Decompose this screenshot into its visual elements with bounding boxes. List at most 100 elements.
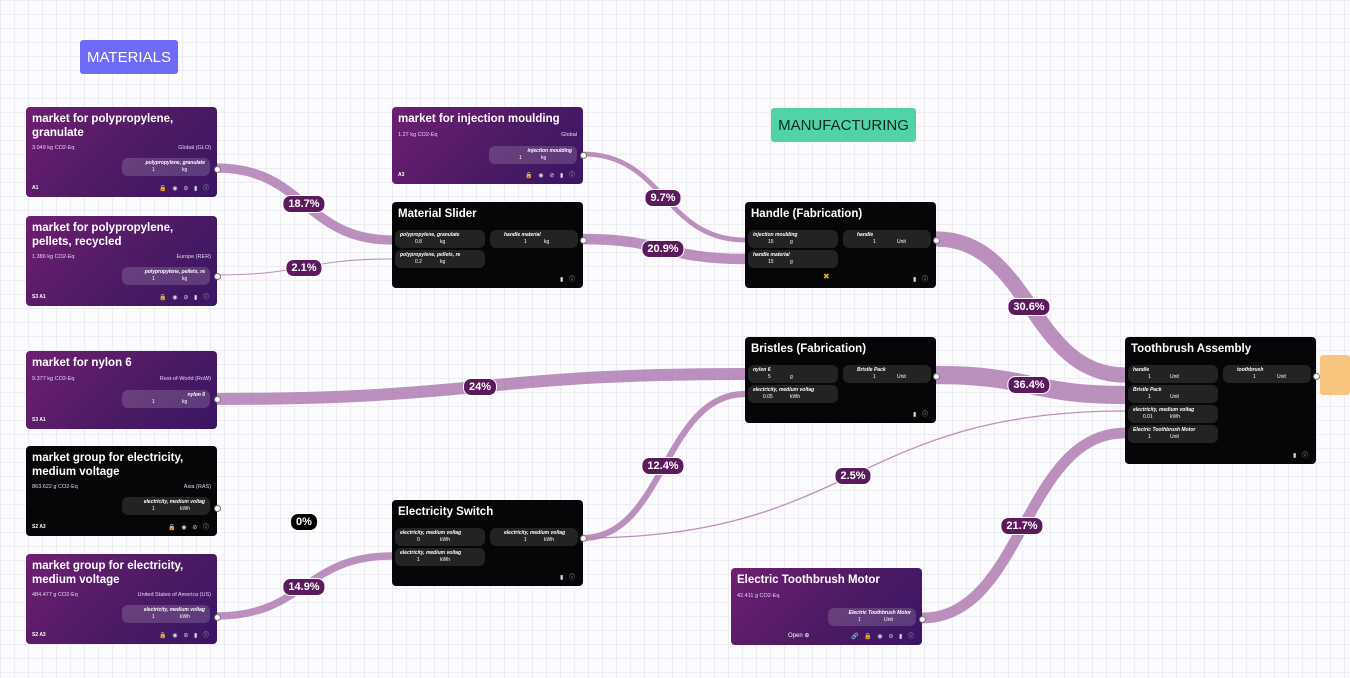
node-toolbar-icons[interactable]: 🔒 ◉ ⊘ ⓘ <box>168 525 211 531</box>
input-pill[interactable]: Bristle Pack 1 Unit <box>1128 385 1218 403</box>
flow-badge-f4[interactable]: 20.9% <box>641 240 685 258</box>
port-handle[interactable] <box>919 616 926 623</box>
manufacturing-section-label[interactable]: MANUFACTURING <box>771 108 916 142</box>
flow-badge-f9[interactable]: 2.5% <box>834 467 872 485</box>
flow-badge-f12[interactable]: 21.7% <box>1000 517 1044 535</box>
port-handle[interactable] <box>933 237 940 244</box>
region-label: Asia (RAS) <box>183 484 211 490</box>
port-handle[interactable] <box>214 166 221 173</box>
tools-icon[interactable]: ✖ <box>823 272 830 281</box>
materials-section-label[interactable]: MATERIALS <box>80 40 178 74</box>
output-pill[interactable]: polypropylene, granulate 1 kg <box>122 158 210 176</box>
node-toolbar-icons[interactable]: 🔒 ◉ ⊘ ▮ ⓘ <box>525 173 577 179</box>
node-toolbar-icons[interactable]: 🔒 ◉ ⊘ ▮ ⓘ <box>159 633 211 639</box>
flow-badge-f1[interactable]: 18.7% <box>282 195 326 213</box>
input-value: 15 <box>768 239 774 245</box>
node-title: Electric Toothbrush Motor <box>737 574 880 586</box>
node-title: market for nylon 6 <box>32 357 132 369</box>
node-toolbar-icons[interactable]: ▮ ⓘ <box>913 412 930 418</box>
port-handle[interactable] <box>580 535 587 542</box>
input-value: 15 <box>768 259 774 265</box>
input-pill[interactable]: handle material 15 g <box>748 250 838 268</box>
flow-badge-f11[interactable]: 36.4% <box>1007 376 1051 394</box>
output-value: 1 <box>152 399 155 405</box>
port-handle[interactable] <box>214 396 221 403</box>
output-pill[interactable]: electricity, medium voltag 1 kWh <box>490 528 578 546</box>
node-electricity-switch[interactable]: Electricity Switch electricity, medium v… <box>392 500 583 586</box>
output-label: Bristle Pack <box>857 367 886 373</box>
port-handle[interactable] <box>214 505 221 512</box>
node-material-slider[interactable]: Material Slider polypropylene, granulate… <box>392 202 583 288</box>
node-title: market for polypropylene, pellets, recyc… <box>32 222 174 248</box>
node-bristles-fabrication[interactable]: Bristles (Fabrication) nylon 6 5 g elect… <box>745 337 936 423</box>
node-toolbar-icons[interactable]: 🔗 🔒 ◉ ⊘ ▮ ⓘ <box>851 634 916 640</box>
input-pill[interactable]: electricity, medium voltag 0 kWh <box>395 528 485 546</box>
input-pill[interactable]: Electric Toothbrush Motor 1 Unit <box>1128 425 1218 443</box>
open-link[interactable]: Open ⊕ <box>788 633 810 639</box>
node-toolbar-icons[interactable]: ▮ ⓘ <box>1293 453 1310 459</box>
node-electricity-us[interactable]: market group for electricity, medium vol… <box>26 554 217 644</box>
flow-badge-f3[interactable]: 9.7% <box>644 189 682 207</box>
output-value: 1 <box>152 276 155 282</box>
port-handle[interactable] <box>933 373 940 380</box>
output-unit: kWh <box>544 537 554 543</box>
port-handle[interactable] <box>214 614 221 621</box>
node-toolbar-icons[interactable]: 🔒 ◉ ⊘ ▮ ⓘ <box>159 295 211 301</box>
flow-badge-f5[interactable]: 24% <box>462 378 498 396</box>
output-pill[interactable]: toothbrush 1 Unit <box>1223 365 1311 383</box>
input-pill[interactable]: injection moulding 15 g <box>748 230 838 248</box>
downstream-node-stub[interactable] <box>1320 355 1350 395</box>
input-pill[interactable]: polypropylene, pellets, re 0.2 kg <box>395 250 485 268</box>
flow-badge-f2[interactable]: 2.1% <box>285 259 323 277</box>
output-pill[interactable]: Electric Toothbrush Motor 1 Unit <box>828 608 916 626</box>
impact-value: 9.377 kg CO2-Eq <box>32 376 75 382</box>
node-electricity-ras[interactable]: market group for electricity, medium vol… <box>26 446 217 536</box>
output-value: 1 <box>152 506 155 512</box>
node-polypropylene-granulate[interactable]: market for polypropylene, granulate 3.04… <box>26 107 217 197</box>
node-toothbrush-motor[interactable]: Electric Toothbrush Motor 42.411 g CO2-E… <box>731 568 922 645</box>
input-pill[interactable]: handle 1 Unit <box>1128 365 1218 383</box>
node-handle-fabrication[interactable]: Handle (Fabrication) injection moulding … <box>745 202 936 288</box>
output-pill[interactable]: handle 1 Unit <box>843 230 931 248</box>
output-pill[interactable]: nylon 6 1 kg <box>122 390 210 408</box>
node-polypropylene-recycled[interactable]: market for polypropylene, pellets, recyc… <box>26 216 217 306</box>
output-label: handle material <box>504 232 541 238</box>
output-pill[interactable]: polypropylene, pellets, re 1 kg <box>122 267 210 285</box>
node-injection-moulding[interactable]: market for injection moulding 1.27 kg CO… <box>392 107 583 184</box>
output-pill[interactable]: electricity, medium voltag 1 kWh <box>122 605 210 623</box>
input-pill[interactable]: polypropylene, granulate 0.8 kg <box>395 230 485 248</box>
flow-badge-f10[interactable]: 30.6% <box>1007 298 1051 316</box>
output-pill[interactable]: electricity, medium voltag 1 kWh <box>122 497 210 515</box>
flow-badge-f6[interactable]: 12.4% <box>641 457 685 475</box>
node-title: Material Slider <box>398 208 477 220</box>
node-toolbar-icons[interactable]: ▮ ⓘ <box>560 575 577 581</box>
port-handle[interactable] <box>214 273 221 280</box>
input-pill[interactable]: electricity, medium voltag 1 kWh <box>395 548 485 566</box>
node-toothbrush-assembly[interactable]: Toothbrush Assembly handle 1 Unit Bristl… <box>1125 337 1316 464</box>
input-pill[interactable]: electricity, medium voltag 0.01 kWh <box>1128 405 1218 423</box>
output-unit: kg <box>541 155 547 161</box>
node-toolbar-icons[interactable]: 🔒 ◉ ⊘ ▮ ⓘ <box>159 186 211 192</box>
port-handle[interactable] <box>580 237 587 244</box>
node-title: Toothbrush Assembly <box>1131 343 1252 355</box>
input-unit: g <box>790 239 793 245</box>
node-nylon-6[interactable]: market for nylon 6 9.377 kg CO2-Eq Rest-… <box>26 351 217 429</box>
output-label: Electric Toothbrush Motor <box>848 610 911 616</box>
node-tags: A3 <box>398 172 405 178</box>
output-unit: Unit <box>884 617 893 623</box>
output-pill[interactable]: Bristle Pack 1 Unit <box>843 365 931 383</box>
input-value: 1 <box>417 557 420 563</box>
node-toolbar-icons[interactable]: ▮ ⓘ <box>560 277 577 283</box>
output-label: polypropylene, pellets, re <box>144 269 205 275</box>
port-handle[interactable] <box>580 152 587 159</box>
node-toolbar-icons[interactable]: ▮ ⓘ <box>913 277 930 283</box>
output-pill[interactable]: handle material 1 kg <box>490 230 578 248</box>
output-value: 1 <box>524 537 527 543</box>
input-pill[interactable]: electricity, medium voltag 0.05 kWh <box>748 385 838 403</box>
flow-badge-f8[interactable]: 0% <box>290 513 318 531</box>
input-pill[interactable]: nylon 6 5 g <box>748 365 838 383</box>
output-label: electricity, medium voltag <box>143 607 205 613</box>
flow-badge-f7[interactable]: 14.9% <box>282 578 326 596</box>
port-handle[interactable] <box>1313 373 1320 380</box>
output-pill[interactable]: injection moulding 1 kg <box>489 146 577 164</box>
